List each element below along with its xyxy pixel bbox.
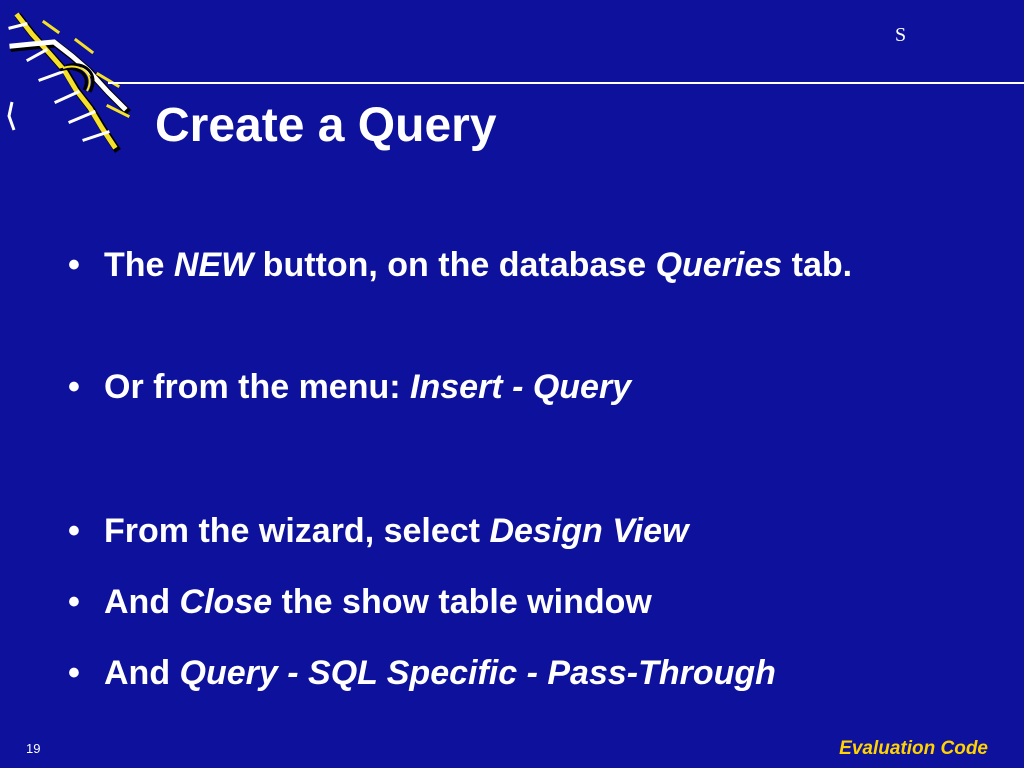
footer-label: Evaluation Code <box>839 738 988 759</box>
bullet-dot: • <box>68 368 80 406</box>
dna-helix-logo-icon <box>7 12 131 153</box>
bullet-dot: • <box>68 583 80 621</box>
bullet-emphasis: Design View <box>489 512 689 550</box>
bullet-item: • From the wizard, select Design View <box>68 506 984 556</box>
corner-mark: S <box>895 24 907 46</box>
slide-title: Create a Query <box>155 99 497 152</box>
title-divider <box>108 82 1024 84</box>
bullet-text: From the wizard, select Design View <box>104 512 688 550</box>
bullet-dot: • <box>68 246 80 284</box>
bullet-segment: And <box>104 583 180 621</box>
bullet-item: • The NEW button, on the database Querie… <box>68 240 984 290</box>
bullet-item: • And Close the show table window <box>68 577 984 627</box>
bullet-dot: • <box>68 654 80 692</box>
bullet-emphasis: Insert - Query <box>410 368 632 406</box>
bullet-emphasis: NEW <box>173 246 254 284</box>
bullet-segment: The <box>104 246 174 284</box>
bullet-segment: the show table window <box>272 583 652 621</box>
bullet-emphasis: Query - SQL Specific - Pass-Through <box>179 654 776 692</box>
bullet-emphasis: Close <box>179 583 273 621</box>
bullet-segment: From the wizard, select <box>104 512 490 550</box>
bullet-dot: • <box>68 512 80 550</box>
bullet-segment: button, on the database <box>253 246 656 284</box>
bullet-text: And Query - SQL Specific - Pass-Through <box>104 654 776 692</box>
bullet-text: And Close the show table window <box>104 583 652 621</box>
page-number: 19 <box>26 741 41 756</box>
bullet-emphasis: Queries <box>655 246 783 284</box>
bullet-item: • Or from the menu: Insert - Query <box>68 362 984 412</box>
bullet-segment: And <box>104 654 180 692</box>
bullet-item: • And Query - SQL Specific - Pass-Throug… <box>68 648 984 698</box>
bullet-segment: Or from the menu: <box>104 368 411 406</box>
bullet-segment: tab. <box>782 246 853 284</box>
bullet-text: Or from the menu: Insert - Query <box>104 368 631 406</box>
bullet-text: The NEW button, on the database Queries … <box>104 246 852 284</box>
